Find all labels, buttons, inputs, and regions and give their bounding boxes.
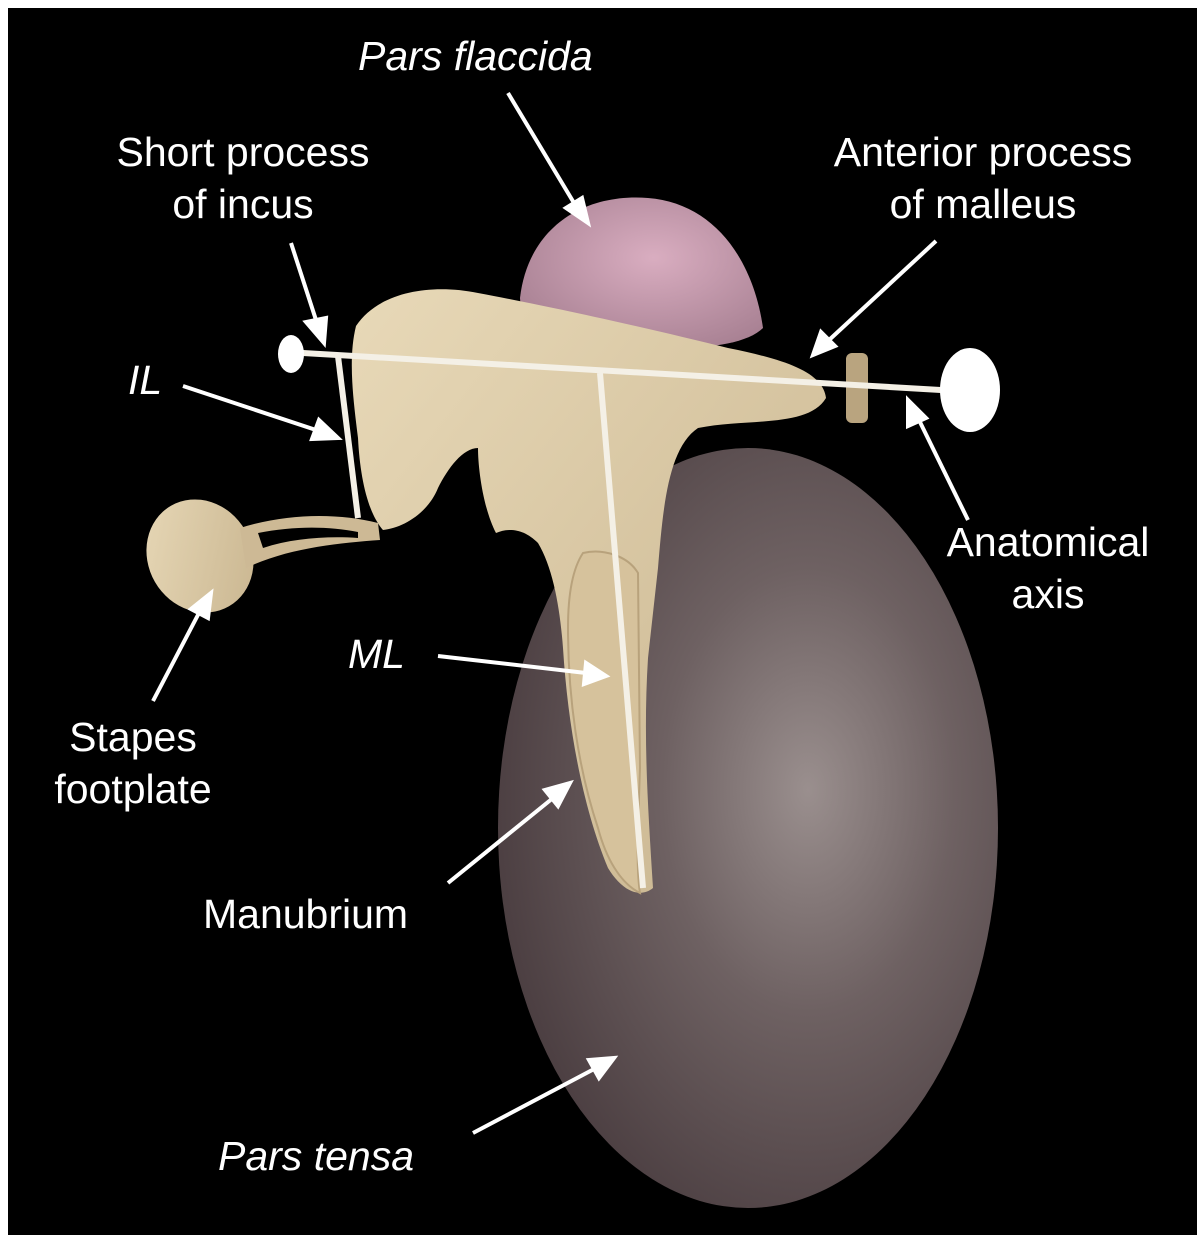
arrow-anterior-process: [828, 241, 936, 341]
label-manubrium: Manubrium: [203, 888, 408, 940]
label-anatomical-axis: Anatomical axis: [923, 516, 1173, 620]
label-short-process-line2: of incus: [88, 178, 398, 230]
arrow-stapes: [153, 611, 200, 701]
diagram-canvas: Pars flaccida Short process of incus Ant…: [8, 8, 1197, 1235]
label-stapes-footplate: Stapes footplate: [33, 711, 233, 815]
label-stapes-line2: footplate: [33, 763, 233, 815]
label-short-process: Short process of incus: [88, 126, 398, 230]
label-il: IL: [128, 354, 162, 406]
label-anterior-process-line2: of malleus: [803, 178, 1163, 230]
label-pars-tensa: Pars tensa: [218, 1130, 414, 1182]
label-anatomical-axis-line1: Anatomical: [923, 516, 1173, 568]
label-short-process-line1: Short process: [88, 126, 398, 178]
label-anatomical-axis-line2: axis: [923, 568, 1173, 620]
label-anterior-process-line1: Anterior process: [803, 126, 1163, 178]
label-pars-flaccida: Pars flaccida: [358, 30, 593, 82]
arrow-il: [183, 386, 316, 430]
label-ml: ML: [348, 628, 405, 680]
axis-start-dot: [278, 335, 304, 373]
axis-end-dot: [940, 348, 1000, 432]
label-anterior-process: Anterior process of malleus: [803, 126, 1163, 230]
arrow-short-process: [291, 243, 316, 320]
arrow-anatomical-axis: [918, 418, 968, 520]
stapes-crura: [240, 516, 380, 568]
arrow-pars-flaccida: [508, 93, 574, 203]
label-stapes-line1: Stapes: [33, 711, 233, 763]
stapes: [126, 480, 380, 632]
